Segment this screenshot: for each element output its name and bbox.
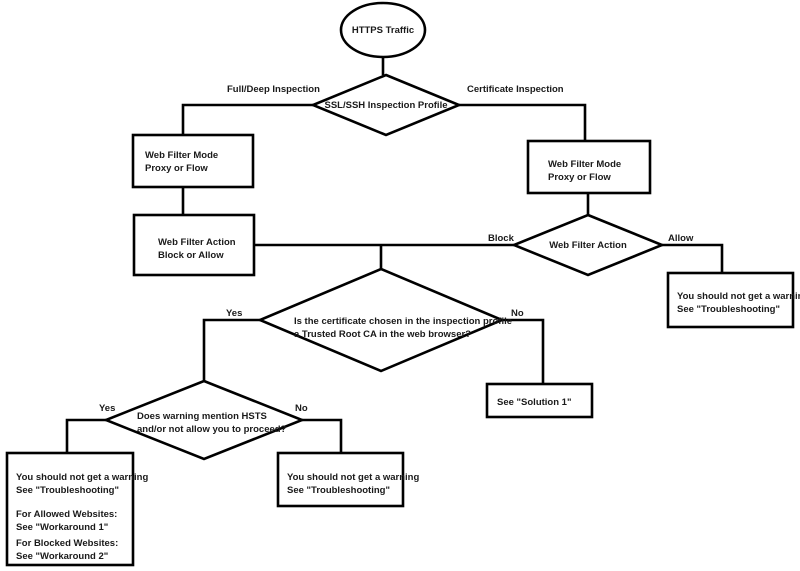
hsts-diamond [102,379,306,461]
start-oval [339,1,427,59]
edge-label-hsts-yes: Yes [99,403,115,414]
right-mode-label-1: Web Filter Mode [548,159,621,170]
hsts-no-result-box [276,451,405,508]
connector-hsts-no [302,418,343,453]
left-web-filter-action-box [132,213,256,277]
right-action-label: Web Filter Action [549,240,627,251]
connector-ca-yes [202,318,260,381]
trusted-ca-label-2: a Trusted Root CA in the web browser? [294,329,471,340]
connector-profile-to-left-mode [181,103,313,135]
left-mode-label-1: Web Filter Mode [145,150,218,161]
left-web-filter-mode-box [131,133,255,189]
yes-result-label-7: For Blocked Websites: [16,538,118,549]
no-result-label-2: See "Troubleshooting" [287,485,390,496]
left-mode-label-2: Proxy or Flow [145,163,208,174]
solution1-box [485,382,594,419]
allow-result-label-2: See "Troubleshooting" [677,304,780,315]
yes-result-label-5: See "Workaround 1" [16,522,108,533]
allow-result-label-1: You should not get a warning [677,291,800,302]
no-result-label-1: You should not get a warning [287,472,419,483]
edge-label-hsts-no: No [295,403,308,414]
edge-label-full-deep: Full/Deep Inspection [227,84,320,95]
edge-label-ca-no: No [511,308,524,319]
right-mode-label-2: Proxy or Flow [548,172,611,183]
connector-allow [662,243,724,273]
right-web-filter-mode-box [526,139,652,195]
allow-result-box [666,271,795,329]
hsts-label-2: and/or not allow you to proceed? [137,424,287,435]
edge-label-block: Block [488,233,515,244]
inspection-profile-diamond [309,73,463,137]
right-web-filter-action-diamond [510,213,666,277]
connector-ca-no [502,318,545,384]
left-action-label-2: Block or Allow [158,250,224,261]
edge-label-ca-yes: Yes [226,308,242,319]
yes-result-label-1: You should not get a warning [16,472,148,483]
connector-profile-to-right-mode [459,103,587,141]
start-label: HTTPS Traffic [352,25,414,36]
left-action-label-1: Web Filter Action [158,237,236,248]
connector-hsts-yes [65,418,106,453]
yes-result-label-4: For Allowed Websites: [16,509,117,520]
yes-result-label-2: See "Troubleshooting" [16,485,119,496]
trusted-ca-diamond [256,267,506,373]
hsts-label-1: Does warning mention HSTS [137,411,267,422]
edge-label-allow: Allow [668,233,694,244]
hsts-yes-result-box [5,451,135,567]
yes-result-label-8: See "Workaround 2" [16,551,108,562]
inspection-profile-label: SSL/SSH Inspection Profile [325,100,448,111]
solution1-label: See "Solution 1" [497,397,571,408]
trusted-ca-label-1: Is the certificate chosen in the inspect… [294,316,512,327]
edge-label-certificate: Certificate Inspection [467,84,564,95]
